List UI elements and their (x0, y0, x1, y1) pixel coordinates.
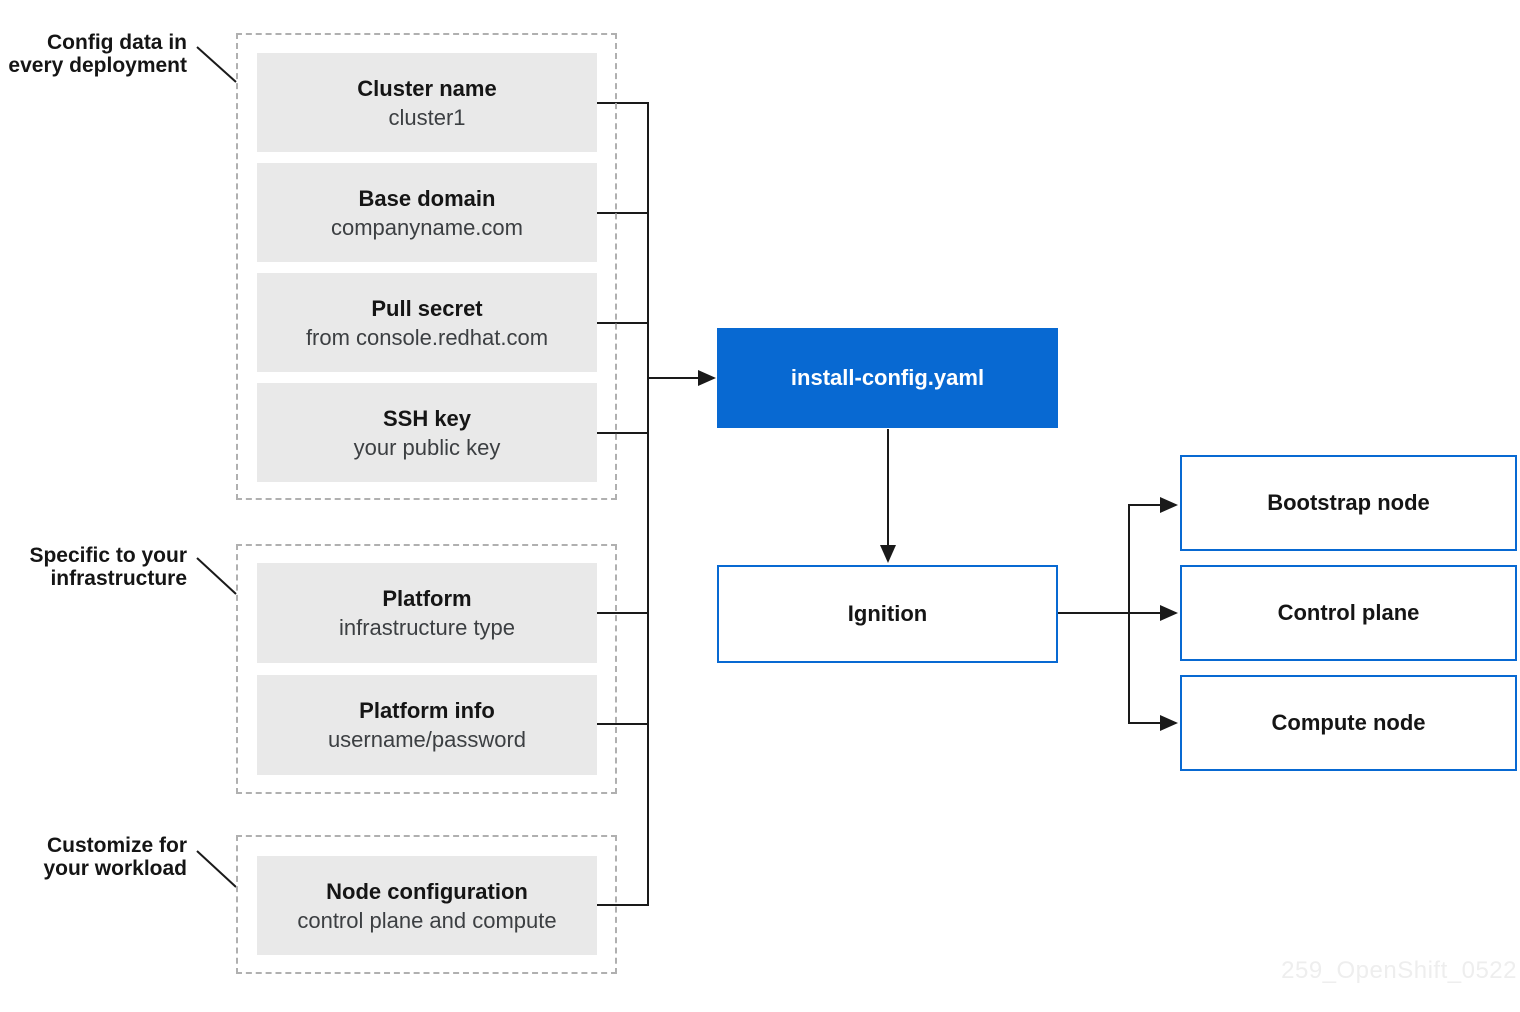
item-platform-info: Platform info username/password (257, 675, 597, 775)
item-cluster-name: Cluster name cluster1 (257, 53, 597, 152)
node-bootstrap: Bootstrap node (1180, 455, 1517, 551)
annotation-line: Config data in (47, 31, 187, 54)
item-platform: Platform infrastructure type (257, 563, 597, 663)
annotation-customize-workload: Customize for your workload (0, 834, 187, 880)
watermark: 259_OpenShift_0522 (1281, 957, 1517, 984)
node-control-plane: Control plane (1180, 565, 1517, 661)
annotation-line: every deployment (8, 54, 187, 77)
pointer-config-data (196, 46, 237, 83)
item-title: SSH key (382, 405, 472, 431)
item-title: Base domain (358, 185, 496, 211)
annotation-line: infrastructure (50, 567, 187, 590)
annotation-specific-infrastructure: Specific to your infrastructure (0, 544, 187, 590)
node-label: Control plane (1277, 600, 1420, 625)
group-workload (236, 835, 617, 974)
item-base-domain: Base domain companyname.com (257, 163, 597, 262)
item-ssh-key: SSH key your public key (257, 383, 597, 482)
pointer-specific-infrastructure (196, 557, 237, 595)
annotation-line: Specific to your (29, 544, 187, 567)
node-install-config-yaml: install-config.yaml (717, 328, 1058, 428)
annotation-line: your workload (43, 857, 187, 880)
item-subtitle: infrastructure type (338, 615, 516, 640)
node-compute: Compute node (1180, 675, 1517, 771)
item-subtitle: username/password (327, 727, 527, 752)
item-node-configuration: Node configuration control plane and com… (257, 856, 597, 955)
node-label: install-config.yaml (790, 365, 985, 390)
item-title: Node configuration (326, 878, 528, 904)
node-label: Bootstrap node (1267, 490, 1430, 515)
annotation-config-data: Config data in every deployment (0, 31, 187, 77)
item-pull-secret: Pull secret from console.redhat.com (257, 273, 597, 372)
node-label: Ignition (847, 601, 928, 626)
pointer-customize-workload (196, 850, 237, 888)
item-title: Cluster name (357, 75, 497, 101)
node-ignition: Ignition (717, 565, 1058, 663)
node-label: Compute node (1271, 710, 1426, 735)
annotation-line: Customize for (46, 834, 187, 857)
item-title: Platform (382, 586, 472, 611)
item-subtitle: control plane and compute (297, 907, 557, 933)
item-title: Pull secret (371, 295, 483, 321)
item-subtitle: companyname.com (331, 214, 523, 240)
group-infrastructure (236, 544, 617, 794)
item-subtitle: your public key (353, 434, 501, 460)
item-title: Platform info (359, 698, 495, 723)
group-config-data (236, 33, 617, 500)
item-subtitle: from console.redhat.com (305, 324, 549, 350)
item-subtitle: cluster1 (388, 104, 466, 130)
